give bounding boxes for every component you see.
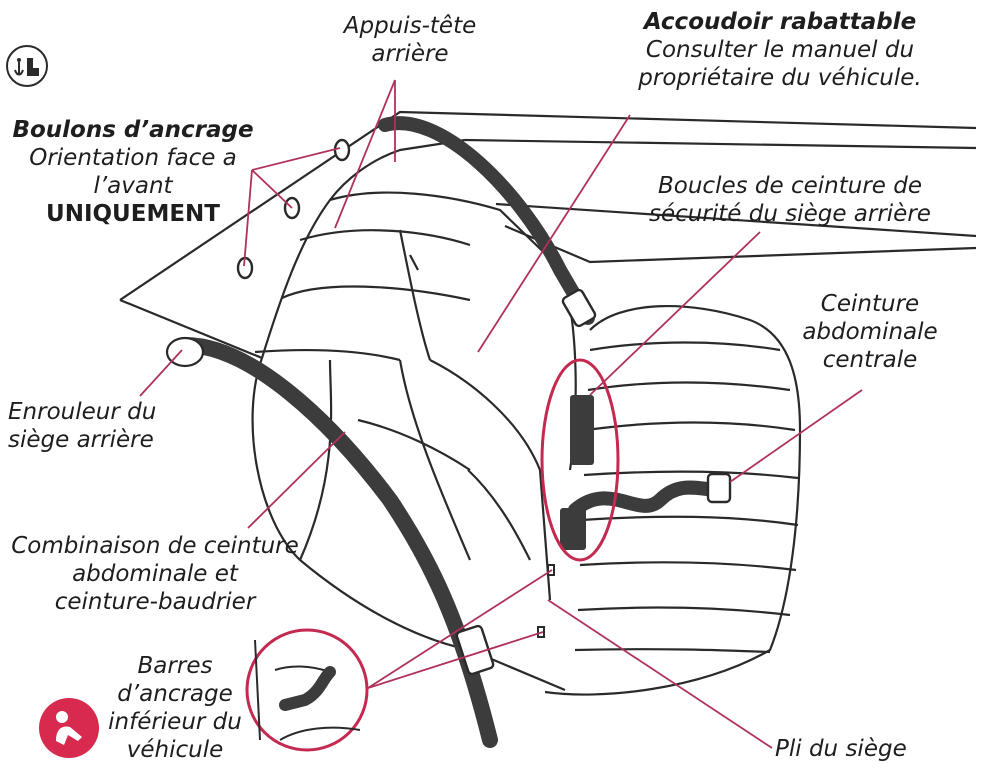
combo-belt-label: Combinaison de ceinture abdominale et ce… <box>11 533 299 615</box>
anchor-bolt-1 <box>333 138 351 162</box>
armrest-label: Accoudoir rabattable Consulter le manuel… <box>638 9 922 91</box>
bight-anchor-marks <box>537 564 555 638</box>
retractor-label: Enrouleur du siège arrière <box>8 399 157 453</box>
seat-bight-label: Pli du siège <box>775 736 907 762</box>
seat-back <box>251 138 577 692</box>
buckles-label: Boucles de ceinture de sécurité du siège… <box>649 173 931 227</box>
combo-belt-latch <box>455 624 495 676</box>
tether-anchor-icon <box>5 44 49 88</box>
headrest-label: Appuis-tête arrière <box>343 13 477 67</box>
rear-shelf <box>119 110 977 360</box>
retractor-housing <box>165 336 205 368</box>
buckles-highlight <box>540 358 620 562</box>
center-lap-belt-label: Ceinture abdominale centrale <box>802 291 938 373</box>
upper-belt-buckle <box>561 288 597 328</box>
lower-bars-label: Barres d’ancrage inférieur du véhicule <box>108 653 242 763</box>
buckle-upper <box>570 395 594 465</box>
lower-anchor-icon <box>38 697 100 759</box>
anchor-bolts-label: Boulons d’ancrage Orientation face a l’a… <box>12 117 254 227</box>
buckle-lower <box>560 508 586 550</box>
leader-lines <box>139 79 863 749</box>
center-belt-buckle <box>706 472 732 504</box>
anchor-bar-zoom <box>245 628 369 752</box>
center-lap-belt-strap <box>568 480 727 517</box>
upper-shoulder-belt <box>378 116 595 325</box>
belts <box>165 116 732 748</box>
